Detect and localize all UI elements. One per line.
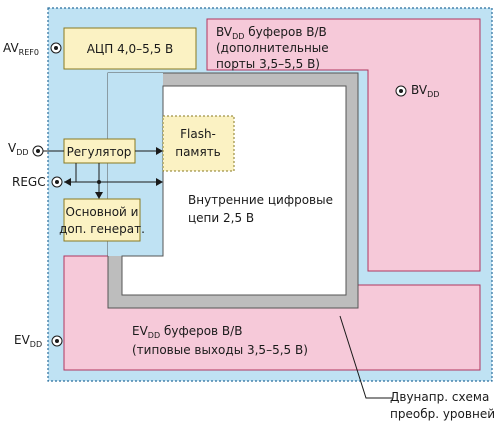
- flash-label-line1: Flash-: [180, 127, 216, 141]
- arrow-to-oscillator: [95, 192, 103, 199]
- pin-regc-label: REGC: [12, 175, 46, 189]
- callout-line2: преобр. уровней: [390, 407, 495, 421]
- pin-vdd-label: VDD: [8, 141, 29, 157]
- pin-avref: AVREF0: [3, 41, 62, 57]
- pin-bvdd: BVDD: [395, 83, 439, 99]
- oscillator-label-line1: Основной и: [66, 205, 139, 219]
- ev-buffer-label-line1: EVDD буферов В/В: [132, 324, 242, 340]
- ev-buffer-label-line2: (типовые выходы 3,5–5,5 В): [132, 343, 308, 357]
- junction-dot: [97, 180, 101, 184]
- pin-vdd: VDD: [8, 141, 44, 157]
- level-shifter-callout-line: [339, 315, 392, 399]
- adc-label: АЦП 4,0–5,5 В: [87, 42, 174, 56]
- pin-evdd-label: EVDD: [14, 333, 42, 349]
- oscillator-label-line2: доп. генерат.: [59, 222, 145, 236]
- bv-buffer-label-line1: BVDD буферов В/В: [216, 25, 327, 41]
- arrow-to-core: [156, 178, 163, 186]
- bv-buffer-label-line3: порты 3,5–5,5 В): [216, 57, 320, 71]
- bv-buffer-region: [206, 18, 481, 272]
- regulator-label: Регулятор: [67, 145, 132, 159]
- adc-block: [63, 27, 197, 70]
- arrow-to-flash: [156, 147, 163, 155]
- flash-block: [162, 115, 235, 172]
- pin-evdd: EVDD: [14, 333, 63, 349]
- core-label-line2: цепи 2,5 В: [188, 211, 254, 225]
- pin-avref-label: AVREF0: [3, 41, 39, 57]
- core-label-line1: Внутренние цифровые: [188, 193, 333, 207]
- callout-line1: Двунапр. схема: [390, 390, 489, 404]
- pin-regc: REGC: [12, 175, 63, 189]
- bv-buffer-label-line2: (дополнительные: [216, 41, 329, 55]
- oscillator-block: [63, 198, 141, 242]
- arrow-to-regc: [64, 178, 71, 186]
- pin-bvdd-label: BVDD: [411, 83, 439, 99]
- flash-label-line2: память: [175, 145, 221, 159]
